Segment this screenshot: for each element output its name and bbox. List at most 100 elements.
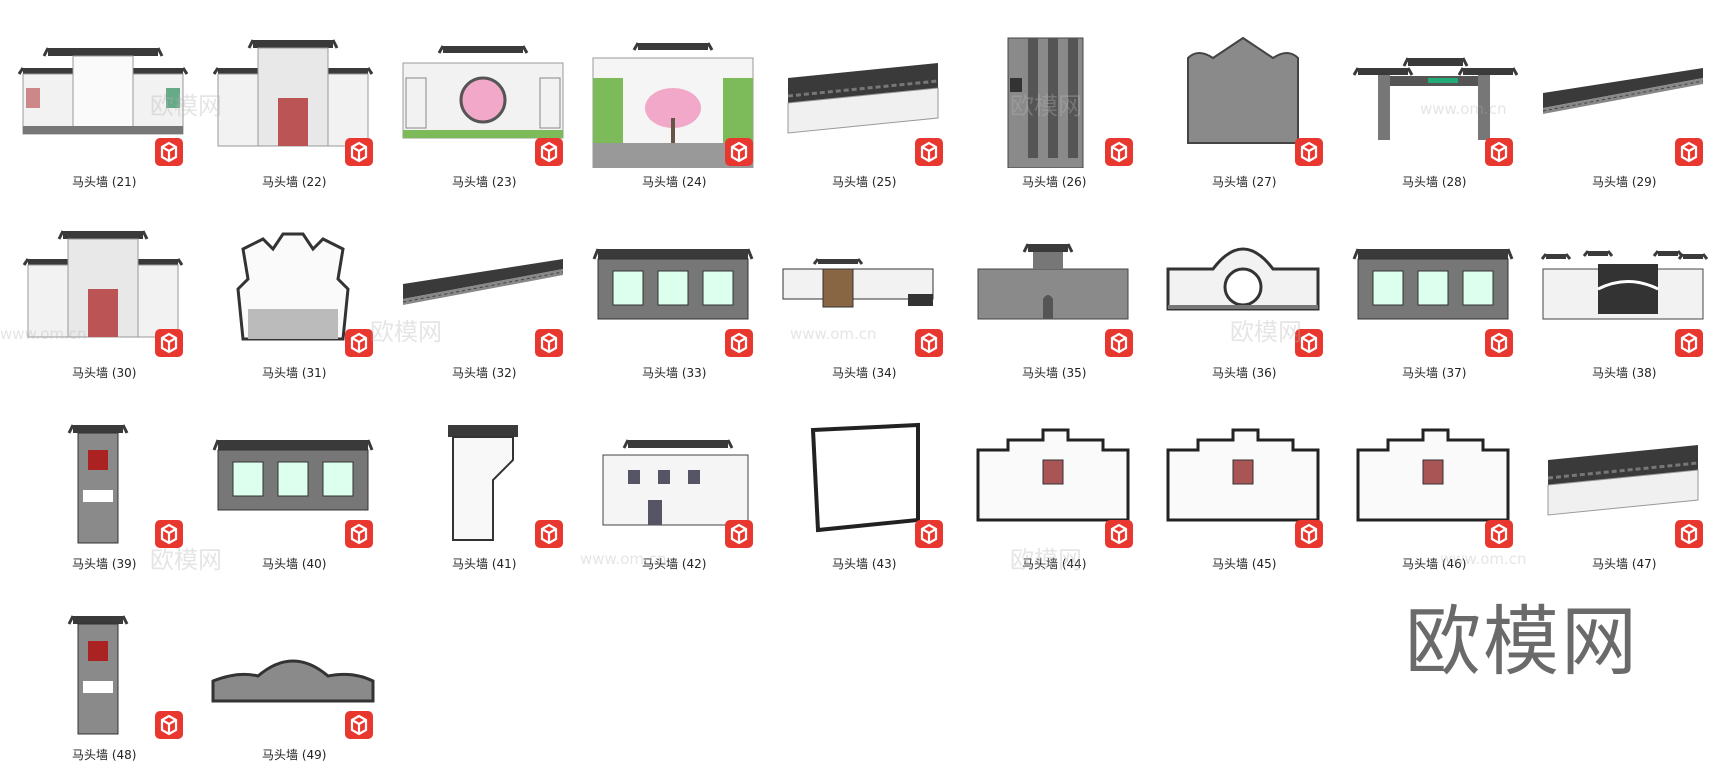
thumbnail-card[interactable]: 马头墙 (21) [12,10,202,201]
thumbnail-image[interactable] [1158,209,1328,359]
sketchup-icon [1484,328,1514,358]
thumbnail-grid: 马头墙 (21) 马头墙 (22) 马头墙 (23) 马头墙 (24) 马头墙 … [12,10,1712,774]
thumbnail-card[interactable]: 马头墙 (40) [202,392,392,583]
thumbnail-card[interactable]: 马头墙 (34) [772,201,962,392]
thumbnail-card[interactable]: 马头墙 (45) [1152,392,1342,583]
thumbnail-caption: 马头墙 (21) [72,175,137,189]
thumbnail-caption: 马头墙 (26) [1022,175,1087,189]
thumbnail-card[interactable]: 马头墙 (24) [582,10,772,201]
sketchup-icon [534,519,564,549]
thumbnail-image[interactable] [18,591,188,741]
thumbnail-image[interactable] [398,400,568,550]
thumbnail-card[interactable]: 马头墙 (25) [772,10,962,201]
thumbnail-caption: 马头墙 (34) [832,366,897,380]
thumbnail-image[interactable] [1348,18,1518,168]
thumbnail-image[interactable] [18,400,188,550]
thumbnail-image[interactable] [1348,209,1518,359]
thumbnail-card[interactable]: 马头墙 (39) [12,392,202,583]
thumbnail-image[interactable] [1158,18,1328,168]
thumbnail-image[interactable] [1538,400,1708,550]
thumbnail-caption: 马头墙 (36) [1212,366,1277,380]
thumbnail-caption: 马头墙 (22) [262,175,327,189]
thumbnail-card[interactable]: 马头墙 (46) [1342,392,1532,583]
thumbnail-image[interactable] [398,18,568,168]
sketchup-icon [1484,137,1514,167]
thumbnail-caption: 马头墙 (45) [1212,557,1277,571]
thumbnail-card[interactable]: 马头墙 (27) [1152,10,1342,201]
sketchup-icon [154,710,184,740]
sketchup-icon [1484,519,1514,549]
sketchup-icon [1294,519,1324,549]
thumbnail-card[interactable]: 马头墙 (38) [1532,201,1717,392]
thumbnail-card[interactable]: 马头墙 (43) [772,392,962,583]
thumbnail-image[interactable] [398,209,568,359]
thumbnail-caption: 马头墙 (41) [452,557,517,571]
sketchup-icon [1674,137,1704,167]
sketchup-icon [1674,519,1704,549]
sketchup-icon [914,137,944,167]
thumbnail-image[interactable] [588,400,758,550]
sketchup-icon [534,137,564,167]
thumbnail-card[interactable]: 马头墙 (35) [962,201,1152,392]
thumbnail-caption: 马头墙 (46) [1402,557,1467,571]
thumbnail-card[interactable]: 马头墙 (28) [1342,10,1532,201]
sketchup-icon [724,137,754,167]
thumbnail-card[interactable]: 马头墙 (22) [202,10,392,201]
thumbnail-image[interactable] [1348,400,1518,550]
thumbnail-image[interactable] [1538,18,1708,168]
thumbnail-card[interactable]: 马头墙 (37) [1342,201,1532,392]
thumbnail-caption: 马头墙 (31) [262,366,327,380]
thumbnail-caption: 马头墙 (37) [1402,366,1467,380]
thumbnail-caption: 马头墙 (48) [72,748,137,762]
thumbnail-image[interactable] [18,209,188,359]
thumbnail-caption: 马头墙 (38) [1592,366,1657,380]
thumbnail-caption: 马头墙 (42) [642,557,707,571]
thumbnail-card[interactable]: 马头墙 (31) [202,201,392,392]
sketchup-icon [914,328,944,358]
thumbnail-image[interactable] [968,209,1138,359]
thumbnail-card[interactable]: 马头墙 (26) [962,10,1152,201]
thumbnail-caption: 马头墙 (33) [642,366,707,380]
thumbnail-image[interactable] [1538,209,1708,359]
thumbnail-card[interactable]: 马头墙 (29) [1532,10,1717,201]
thumbnail-image[interactable] [778,18,948,168]
thumbnail-image[interactable] [208,209,378,359]
thumbnail-image[interactable] [968,18,1138,168]
sketchup-icon [1674,328,1704,358]
thumbnail-card[interactable]: 马头墙 (41) [392,392,582,583]
thumbnail-caption: 马头墙 (47) [1592,557,1657,571]
thumbnail-card[interactable]: 马头墙 (30) [12,201,202,392]
thumbnail-caption: 马头墙 (39) [72,557,137,571]
thumbnail-image[interactable] [588,18,758,168]
thumbnail-image[interactable] [208,18,378,168]
thumbnail-image[interactable] [208,400,378,550]
thumbnail-caption: 马头墙 (29) [1592,175,1657,189]
sketchup-icon [154,137,184,167]
sketchup-icon [344,137,374,167]
sketchup-icon [534,328,564,358]
thumbnail-image[interactable] [208,591,378,741]
brand-watermark: 欧模网 [1405,597,1639,686]
thumbnail-caption: 马头墙 (23) [452,175,517,189]
thumbnail-card[interactable]: 马头墙 (44) [962,392,1152,583]
thumbnail-image[interactable] [778,209,948,359]
thumbnail-card[interactable]: 马头墙 (48) [12,583,202,774]
thumbnail-card[interactable]: 马头墙 (49) [202,583,392,774]
thumbnail-card[interactable]: 马头墙 (23) [392,10,582,201]
thumbnail-card[interactable]: 马头墙 (47) [1532,392,1717,583]
thumbnail-image[interactable] [18,18,188,168]
thumbnail-image[interactable] [778,400,948,550]
thumbnail-caption: 马头墙 (43) [832,557,897,571]
thumbnail-card[interactable]: 马头墙 (32) [392,201,582,392]
sketchup-icon [344,328,374,358]
thumbnail-caption: 马头墙 (35) [1022,366,1087,380]
sketchup-icon [914,519,944,549]
sketchup-icon [1294,137,1324,167]
thumbnail-image[interactable] [588,209,758,359]
thumbnail-card[interactable]: 马头墙 (42) [582,392,772,583]
thumbnail-card[interactable]: 马头墙 (33) [582,201,772,392]
sketchup-icon [724,328,754,358]
thumbnail-caption: 马头墙 (25) [832,175,897,189]
sketchup-icon [724,519,754,549]
thumbnail-card[interactable]: 马头墙 (36) [1152,201,1342,392]
